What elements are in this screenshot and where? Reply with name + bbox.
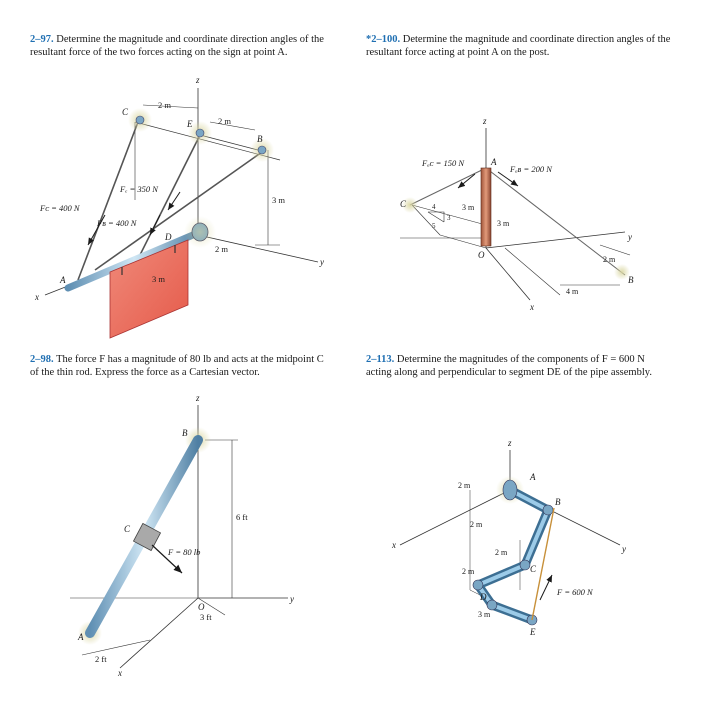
force-FAC: Fₐᴄ = 150 N	[421, 158, 465, 168]
force-FB: Fʙ = 400 N	[96, 218, 138, 228]
problem-text: Determine the magnitude and coordinate d…	[366, 34, 671, 58]
dim-2m-base: 2 m	[215, 244, 228, 254]
dim-2m-c: 2 m	[495, 548, 508, 557]
problem-2-100: *2–100. Determine the magnitude and coor…	[366, 34, 671, 59]
force-F: F = 80 lb	[167, 547, 200, 557]
force-FAB: Fₐʙ = 200 N	[509, 164, 553, 174]
dim-2m: 2 m	[603, 255, 616, 264]
dim-3ft: 3 ft	[200, 612, 212, 622]
dim-2m-b: 2 m	[218, 116, 231, 126]
dim-2m-a: 2 m	[158, 100, 171, 110]
axis-y: y	[289, 594, 294, 604]
point-D: D	[479, 592, 487, 602]
problem-text: The force F has a magnitude of 80 lb and…	[30, 354, 324, 378]
point-C: C	[122, 107, 129, 117]
axis-z: z	[195, 75, 200, 85]
point-A: A	[529, 472, 536, 482]
dim-2m-d: 2 m	[462, 567, 475, 576]
axis-y: y	[621, 544, 626, 554]
figure-2-98: z y x B C A O F = 80 lb 6 ft 3 ft 2 ft	[70, 393, 294, 678]
dim-4m: 4 m	[566, 287, 579, 296]
point-C: C	[400, 199, 407, 209]
axis-z: z	[507, 438, 512, 448]
point-B: B	[257, 134, 263, 144]
dim-2m-a: 2 m	[458, 481, 471, 490]
ratio-3: 3	[447, 214, 451, 222]
problem-2-97: 2–97. Determine the magnitude and coordi…	[30, 34, 330, 59]
point-D: D	[164, 232, 172, 242]
point-C: C	[124, 524, 131, 534]
dim-3m-a: 3 m	[462, 203, 475, 212]
point-B: B	[555, 497, 561, 507]
axis-z: z	[195, 393, 200, 403]
problem-2-98: 2–98. The force F has a magnitude of 80 …	[30, 354, 330, 379]
problem-number: 2–98.	[30, 354, 54, 365]
axis-x: x	[117, 668, 122, 678]
figure-2-100: z y x A B C O Fₐᴄ = 150 N Fₐʙ = 200 N 3 …	[400, 116, 634, 312]
point-E: E	[529, 627, 536, 637]
dim-2ft: 2 ft	[95, 654, 107, 664]
ratio-4: 4	[432, 203, 436, 211]
point-O: O	[198, 602, 205, 612]
problem-text: Determine the magnitudes of the componen…	[366, 354, 652, 378]
problem-number: 2–97.	[30, 34, 54, 45]
figure-2-113: z y x A B C D E 2 m 2 m 2 m 2 m 3 m F = …	[391, 438, 626, 637]
problem-number: 2–113.	[366, 354, 395, 365]
axis-y: y	[319, 257, 324, 267]
dim-3m-vert: 3 m	[272, 195, 285, 205]
point-A: A	[490, 157, 497, 167]
point-C: C	[530, 564, 537, 574]
dim-3m: 3 m	[478, 610, 491, 619]
dim-2m-b: 2 m	[470, 520, 483, 529]
point-E: E	[186, 119, 193, 129]
ratio-5: 5	[432, 222, 436, 230]
figure-2-97: z y x C E B A D 2 m 2 m 3 m 2 m 3 m Fₑ =…	[34, 75, 324, 339]
force-FE: Fₑ = 350 N	[119, 184, 159, 194]
force-FC: Fᴄ = 400 N	[39, 203, 81, 213]
force-F: F = 600 N	[556, 587, 594, 597]
problem-number: *2–100.	[366, 34, 401, 45]
problem-2-113: 2–113. Determine the magnitudes of the c…	[366, 354, 671, 379]
axis-x: x	[391, 540, 396, 550]
problem-text: Determine the magnitude and coordinate d…	[30, 34, 324, 58]
dim-3m-sign: 3 m	[152, 274, 165, 284]
axis-x: x	[529, 302, 534, 312]
point-B: B	[182, 428, 188, 438]
axis-z: z	[482, 116, 487, 126]
point-B: B	[628, 275, 634, 285]
point-A: A	[59, 275, 66, 285]
axis-y: y	[627, 232, 632, 242]
dim-6ft: 6 ft	[236, 512, 248, 522]
point-O: O	[478, 250, 485, 260]
axis-x: x	[34, 292, 39, 302]
dim-3m-b: 3 m	[497, 219, 510, 228]
point-A: A	[77, 632, 84, 642]
